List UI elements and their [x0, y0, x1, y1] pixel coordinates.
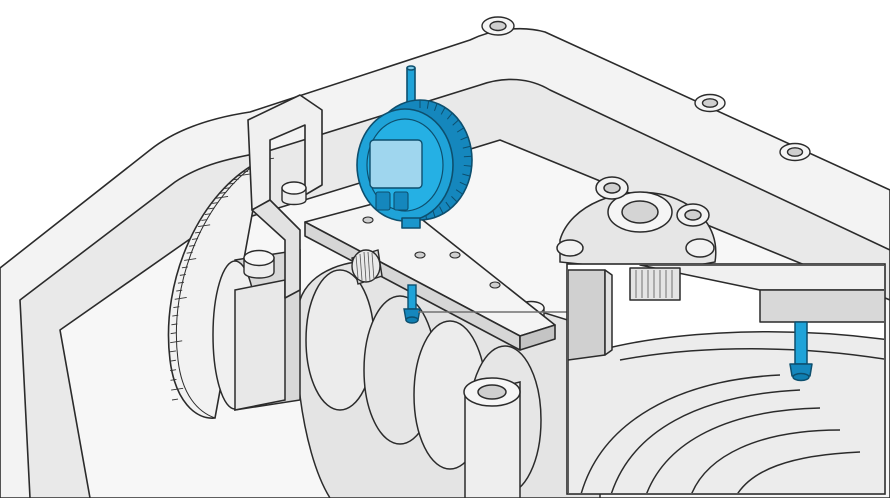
degree-wheel — [167, 157, 275, 419]
pointer-bracket — [247, 94, 323, 299]
degree-wheel-tick — [173, 306, 180, 309]
cam-lobe-1 — [305, 269, 375, 411]
bezel-knurl-line — [439, 206, 444, 214]
degree-wheel-tick — [169, 369, 177, 372]
bezel-knurl-line — [452, 119, 459, 126]
bezel-knurl-line — [463, 155, 472, 158]
degree-wheel-tick — [228, 182, 235, 185]
degree-wheel-tick — [191, 238, 199, 240]
degree-wheel-tick — [224, 187, 231, 190]
bezel-knurl-line — [433, 103, 438, 112]
valve-gear-cluster — [556, 176, 717, 273]
degree-wheel-tick — [170, 378, 177, 381]
bezel-knurl-line — [462, 145, 471, 149]
bezel-knurl-line — [426, 100, 430, 109]
inset-mounting-bar-face — [759, 289, 884, 323]
bezel-knurl-line — [446, 112, 453, 120]
bezel-knurl-line — [451, 196, 458, 203]
degree-wheel-tick — [184, 258, 197, 261]
bezel-knurl-line — [460, 136, 469, 141]
degree-wheel-disc — [167, 158, 264, 419]
bezel-knurl-line — [456, 127, 465, 133]
inset-adjustment-knob — [629, 267, 681, 301]
degree-wheel-tick — [170, 332, 177, 335]
dial-indicator — [356, 65, 473, 229]
bezel-knurl-line — [455, 189, 463, 195]
flange-bolt — [481, 16, 515, 36]
degree-wheel-tick — [169, 359, 176, 362]
degree-wheel-tick — [181, 266, 188, 269]
bezel-knurl-line — [440, 107, 446, 115]
inset-bracket-block — [568, 269, 606, 361]
bezel-knurl-line — [445, 201, 451, 209]
indicator-lcd-screen — [369, 139, 423, 189]
indicator-plunger — [403, 284, 421, 324]
bracket-bolt-lower — [243, 249, 275, 279]
bracket-bolt-upper — [281, 181, 307, 206]
inset-mounting-bar-top — [639, 265, 884, 291]
mounting-bar-end — [519, 324, 556, 351]
inset-detail — [566, 263, 886, 495]
degree-wheel-tick — [179, 274, 186, 276]
degree-wheel-tick — [201, 219, 208, 221]
bearing-tower-left — [234, 279, 286, 411]
degree-wheel-edge — [175, 159, 263, 419]
degree-wheel-tick — [171, 398, 179, 401]
degree-wheel-tick — [237, 173, 250, 177]
degree-wheel-tick — [232, 178, 240, 181]
degree-wheel-tick — [177, 281, 184, 284]
degree-wheel-tick — [169, 350, 176, 353]
degree-wheel-tick — [176, 289, 183, 292]
inset-indicator-plunger — [789, 321, 813, 382]
degree-wheel-tick — [216, 196, 229, 199]
inset-cam-body — [568, 331, 884, 493]
degree-wheel-tick — [242, 170, 249, 173]
degree-wheel-tick — [212, 202, 219, 204]
degree-wheel-tick — [220, 191, 227, 194]
flange-bolt — [779, 142, 811, 162]
degree-wheel-tick — [198, 224, 211, 228]
degree-wheel-tick — [174, 297, 187, 300]
indicator-stem-base — [401, 217, 421, 229]
degree-wheel-tick — [204, 213, 211, 216]
bezel-knurl-line — [462, 173, 471, 177]
degree-wheel-tick — [186, 251, 193, 254]
flange-bolt — [694, 93, 726, 113]
degree-wheel-tick — [170, 340, 183, 344]
degree-wheel-tick — [189, 244, 196, 247]
bearing-towers — [234, 279, 521, 498]
degree-wheel-tick — [171, 387, 184, 391]
degree-wheel-tick — [208, 207, 215, 210]
degree-wheel-tick — [194, 231, 202, 234]
bezel-knurl-line — [463, 164, 472, 167]
degree-wheel-tick — [171, 323, 178, 326]
degree-wheel-tick — [172, 314, 179, 317]
adjustment-knob — [351, 249, 383, 285]
bezel-knurl-line — [459, 181, 468, 186]
